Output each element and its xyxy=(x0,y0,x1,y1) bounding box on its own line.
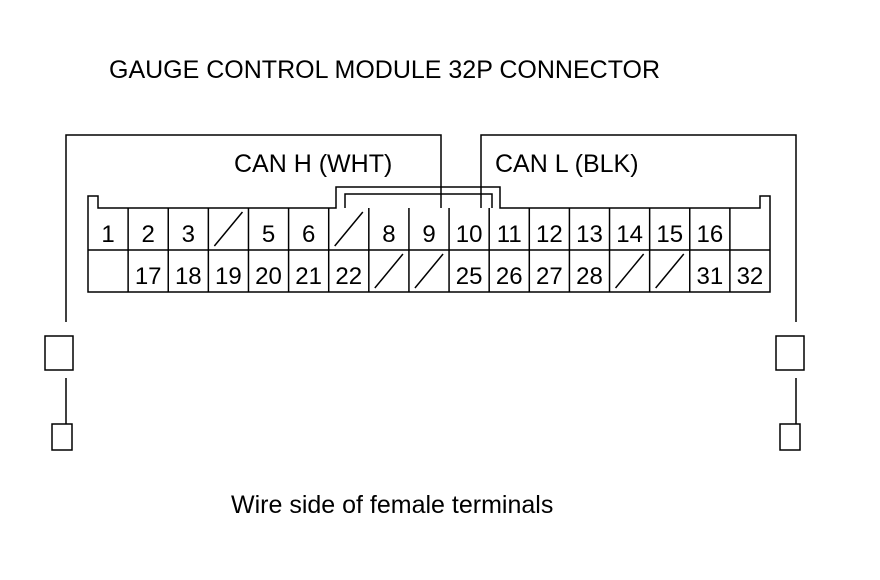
top-terminal-11: 11 xyxy=(497,221,522,248)
bottom-unused-cavity xyxy=(414,253,444,289)
bottom-terminal-32: 32 xyxy=(737,263,764,290)
probe-right-upper xyxy=(775,335,805,371)
top-unused-cavity xyxy=(213,211,244,247)
probe-right-lower xyxy=(779,423,801,451)
bottom-terminal-25: 25 xyxy=(456,263,483,290)
top-terminal-6: 6 xyxy=(302,221,315,248)
can-high-wire xyxy=(65,134,442,322)
top-terminal-14: 14 xyxy=(616,221,643,248)
top-terminal-10: 10 xyxy=(456,221,483,248)
top-terminal-13: 13 xyxy=(576,221,603,248)
bottom-terminal-row: 17 18 19 20 21 22 25 26 27 28 31 32 xyxy=(127,250,764,292)
top-terminal-3: 3 xyxy=(182,221,195,248)
can-high-label: CAN H (WHT) xyxy=(234,150,393,178)
bottom-terminal-20: 20 xyxy=(255,263,282,290)
diagram-title: GAUGE CONTROL MODULE 32P CONNECTOR xyxy=(109,56,661,84)
top-terminal-1: 1 xyxy=(101,221,114,248)
bottom-terminal-28: 28 xyxy=(576,263,603,290)
top-terminal-9: 9 xyxy=(422,221,435,248)
top-terminal-5: 5 xyxy=(262,221,275,248)
top-unused-cavity xyxy=(334,211,364,247)
bottom-terminal-22: 22 xyxy=(335,263,362,290)
bottom-terminal-19: 19 xyxy=(215,263,242,290)
top-terminal-2: 2 xyxy=(141,221,154,248)
can-low-label: CAN L (BLK) xyxy=(495,150,639,178)
bottom-terminal-17: 17 xyxy=(135,263,162,290)
diagram-caption: Wire side of female terminals xyxy=(231,491,554,519)
bottom-terminal-31: 31 xyxy=(696,263,723,290)
probe-left-lower xyxy=(51,423,73,451)
bottom-terminal-26: 26 xyxy=(496,263,523,290)
connector-housing xyxy=(87,186,771,293)
bottom-terminal-21: 21 xyxy=(295,263,322,290)
connector-lock-tab xyxy=(344,193,493,208)
bottom-unused-cavity xyxy=(374,253,404,289)
top-terminal-15: 15 xyxy=(656,221,683,248)
probe-left-upper xyxy=(44,335,74,371)
top-terminal-16: 16 xyxy=(696,221,723,248)
bottom-terminal-18: 18 xyxy=(175,263,202,290)
bottom-terminal-27: 27 xyxy=(536,263,563,290)
bottom-unused-cavity xyxy=(655,253,685,289)
bottom-unused-cavity xyxy=(614,253,645,289)
top-terminal-12: 12 xyxy=(536,221,563,248)
top-terminal-8: 8 xyxy=(382,221,395,248)
can-low-wire xyxy=(480,134,797,322)
